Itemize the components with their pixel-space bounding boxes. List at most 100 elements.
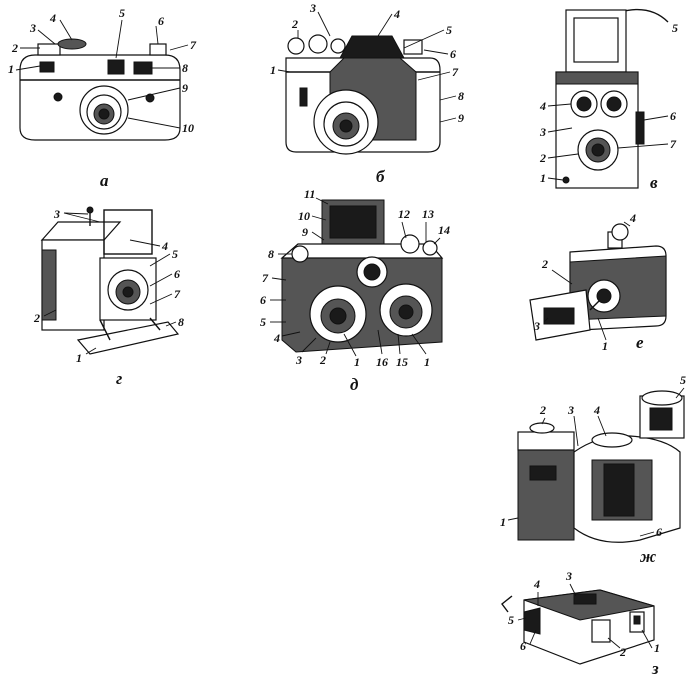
label-a-7: 7	[190, 38, 197, 52]
figure-zh-panoramic-camera: 2 3 4 5 1 6 ж	[500, 373, 686, 566]
label-zh-4: 4	[593, 403, 600, 417]
label-g-4: 4	[161, 239, 168, 253]
label-a-8: 8	[182, 61, 188, 75]
label-d-3: 3	[295, 353, 302, 367]
label-z-4: 4	[533, 577, 540, 591]
caption-g: г	[116, 369, 122, 388]
label-a-5: 5	[119, 6, 125, 20]
camera-zh-drawing	[517, 390, 685, 543]
label-g-8: 8	[178, 315, 184, 329]
label-zh-3: 3	[567, 403, 574, 417]
label-b-2: 2	[291, 17, 298, 31]
label-v-2: 2	[539, 151, 546, 165]
camera-b-drawing	[285, 34, 441, 155]
figure-g-press-camera: 3 4 5 6 7 8 2 1 г	[33, 206, 184, 388]
leader-lines-e	[543, 221, 631, 341]
caption-z: з	[651, 659, 659, 678]
label-zh-6: 6	[656, 525, 662, 539]
leader-lines-g	[43, 212, 177, 355]
label-v-6: 6	[670, 109, 676, 123]
caption-zh: ж	[639, 547, 656, 566]
camera-a-drawing	[19, 38, 181, 141]
leader-lines-z	[517, 583, 653, 649]
figure-v-twin-lens-camera: 4 3 2 1 5 6 7 в	[539, 8, 678, 192]
label-d-11: 11	[304, 187, 315, 201]
label-z-2: 2	[619, 645, 626, 659]
label-a-6: 6	[158, 14, 164, 28]
label-b-5: 5	[446, 23, 452, 37]
leader-lines-a	[15, 19, 189, 129]
figure-z-subminiature-camera: 4 3 5 6 2 1 з	[501, 569, 660, 678]
label-z-1: 1	[654, 641, 660, 655]
label-v-3: 3	[539, 125, 546, 139]
label-v-7: 7	[670, 137, 677, 151]
label-d-14: 14	[438, 223, 450, 237]
label-z-3: 3	[565, 569, 572, 583]
label-a-3: 3	[29, 21, 36, 35]
label-g-1: 1	[76, 351, 82, 365]
label-e-3: 3	[533, 319, 540, 333]
label-g-2: 2	[33, 311, 40, 325]
label-a-1: 1	[8, 62, 14, 76]
caption-d: д	[350, 375, 359, 394]
label-a-9: 9	[182, 81, 188, 95]
label-g-5: 5	[172, 247, 178, 261]
leader-lines-v	[547, 103, 669, 181]
camera-v-drawing	[555, 8, 669, 189]
camera-g-drawing	[40, 206, 180, 355]
label-d-8: 8	[268, 247, 274, 261]
label-d-15: 15	[396, 355, 408, 369]
label-zh-5: 5	[680, 373, 686, 387]
label-d-16: 16	[376, 355, 388, 369]
label-a-10: 10	[182, 121, 194, 135]
label-d-12: 12	[398, 207, 410, 221]
label-d-13: 13	[422, 207, 434, 221]
camera-e-drawing	[529, 223, 667, 341]
caption-a: а	[100, 171, 109, 190]
label-d-7: 7	[262, 271, 269, 285]
camera-d-drawing	[280, 199, 444, 353]
label-e-2: 2	[541, 257, 548, 271]
label-e-1: 1	[602, 339, 608, 353]
camera-z-drawing	[501, 589, 655, 665]
label-b-1: 1	[270, 63, 276, 77]
label-d-4: 4	[273, 331, 280, 345]
label-zh-2: 2	[539, 403, 546, 417]
figure-b-slr-camera: 1 2 3 4 5 6 7 8 9 б	[270, 1, 464, 186]
label-g-3: 3	[53, 207, 60, 221]
label-v-1: 1	[540, 171, 546, 185]
label-d-1: 1	[354, 355, 360, 369]
label-b-7: 7	[452, 65, 459, 79]
label-z-5: 5	[508, 613, 514, 627]
leader-lines-d	[270, 197, 441, 357]
figure-d-stereo-camera: 11 10 9 8 7 6 5 4 3 2 1 16 15 1 12 13 14…	[260, 187, 450, 394]
caption-b: б	[376, 167, 386, 186]
label-e-4: 4	[629, 211, 636, 225]
label-b-8: 8	[458, 89, 464, 103]
label-a-4: 4	[49, 11, 56, 25]
label-zh-1: 1	[500, 515, 506, 529]
label-d-1b: 1	[424, 355, 430, 369]
label-d-9: 9	[302, 225, 308, 239]
label-z-6: 6	[520, 639, 526, 653]
label-a-2: 2	[11, 41, 18, 55]
label-g-7: 7	[174, 287, 181, 301]
leader-lines-zh	[507, 387, 685, 537]
label-g-6: 6	[174, 267, 180, 281]
label-v-4: 4	[539, 99, 546, 113]
caption-e: е	[636, 333, 644, 352]
label-b-3: 3	[309, 1, 316, 15]
caption-v: в	[650, 173, 658, 192]
label-d-5: 5	[260, 315, 266, 329]
label-d-10: 10	[298, 209, 310, 223]
label-d-2: 2	[319, 353, 326, 367]
label-b-9: 9	[458, 111, 464, 125]
figure-a-rangefinder-camera: 1 2 3 4 5 6 7 8 9 10 а	[8, 6, 197, 190]
label-d-6: 6	[260, 293, 266, 307]
label-v-5: 5	[672, 21, 678, 35]
label-b-6: 6	[450, 47, 456, 61]
label-b-4: 4	[393, 7, 400, 21]
figure-e-camera-with-attachment: 4 2 3 1 е	[529, 211, 667, 353]
leader-lines-b	[277, 11, 457, 123]
